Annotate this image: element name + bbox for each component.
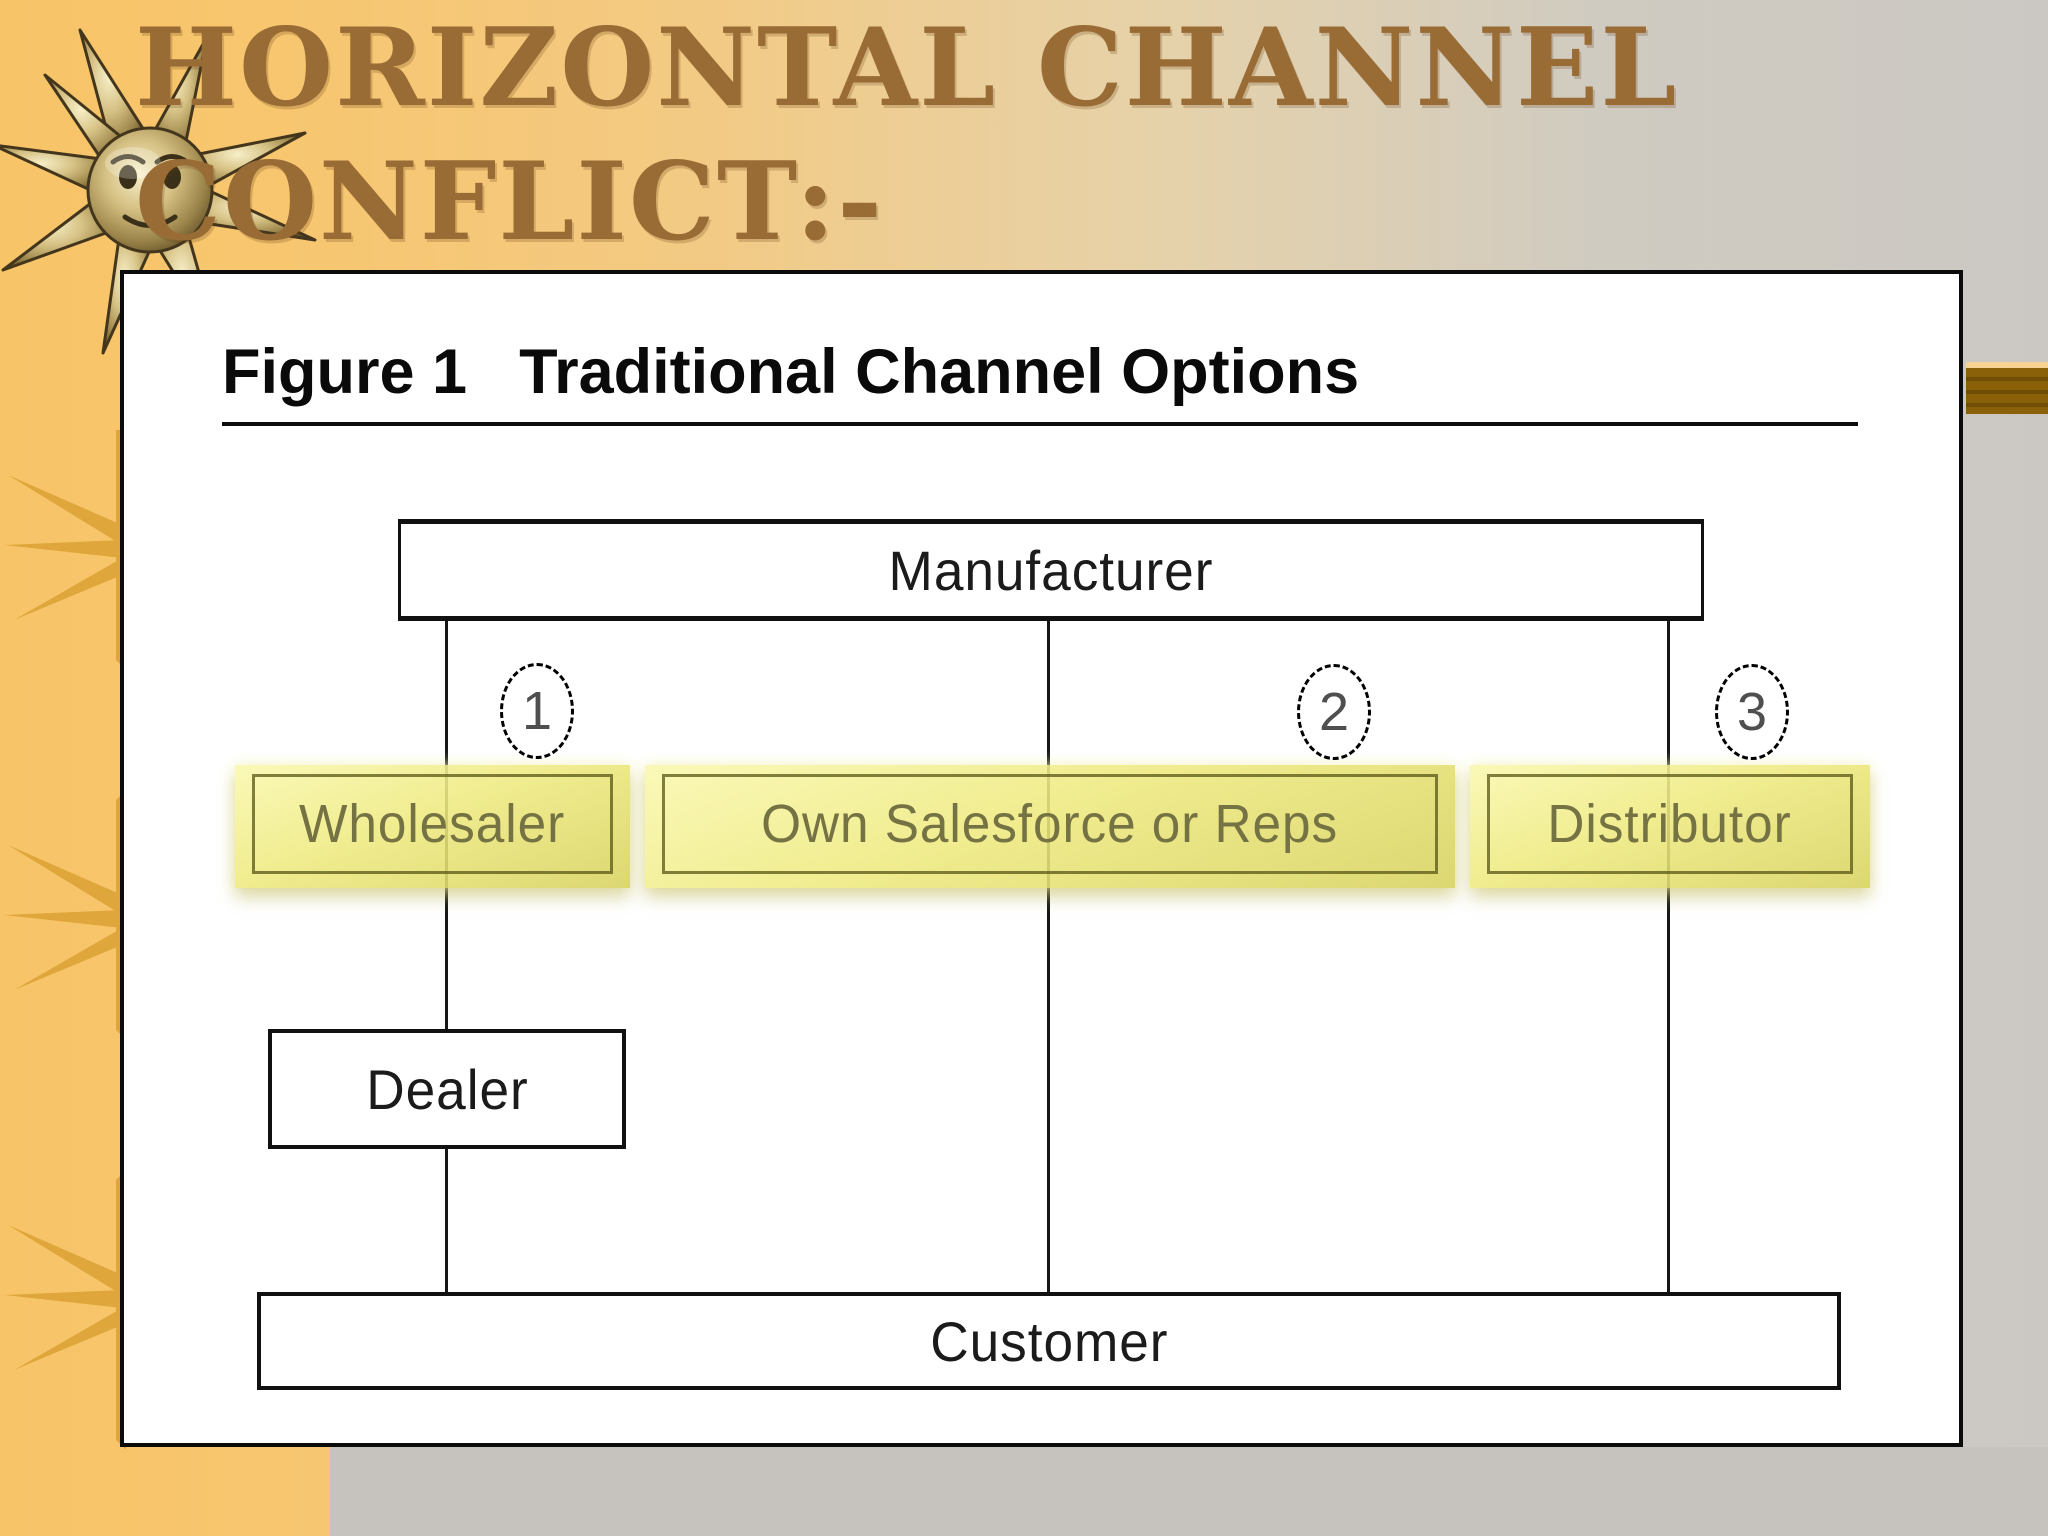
slide-title: HORIZONTAL CHANNEL CONFLICT:-	[135, 2, 1678, 270]
own-salesforce-label: Own Salesforce or Reps	[761, 794, 1339, 854]
distributor-label: Distributor	[1547, 794, 1793, 854]
heading-rule	[222, 422, 1858, 426]
distributor-box: Distributor	[1487, 774, 1853, 874]
own-salesforce-box: Own Salesforce or Reps	[662, 774, 1438, 874]
figure-heading-title: Traditional Channel Options	[519, 337, 1360, 407]
channel-number-3: 3	[1736, 682, 1768, 742]
figure-panel: Figure 1 Traditional Channel Options Manu…	[120, 270, 1963, 1447]
dealer-label: Dealer	[365, 1057, 529, 1121]
dealer-box: Dealer	[268, 1029, 626, 1149]
ray-pattern-decoration	[4, 430, 126, 1450]
highlight-distributor: Distributor	[1470, 765, 1870, 888]
channel-number-badge-1: 1	[500, 663, 574, 759]
wholesaler-label: Wholesaler	[299, 794, 566, 854]
customer-box: Customer	[257, 1292, 1841, 1390]
sun-ornament-icon	[0, 28, 317, 355]
channel-number-2: 2	[1318, 682, 1350, 742]
channel-number-1: 1	[521, 681, 553, 741]
slide-title-line1: HORIZONTAL CHANNEL	[135, 5, 1679, 131]
manufacturer-label: Manufacturer	[888, 538, 1214, 602]
manufacturer-box: Manufacturer	[398, 519, 1704, 621]
figure-heading-label: Figure 1	[222, 337, 468, 407]
figure-heading: Figure 1 Traditional Channel Options	[222, 336, 1359, 408]
channel-number-badge-3: 3	[1715, 664, 1789, 760]
wholesaler-box: Wholesaler	[252, 774, 613, 874]
channel-line-3	[1667, 621, 1670, 1292]
channel-number-badge-2: 2	[1297, 664, 1371, 760]
channel-line-1	[445, 621, 448, 1292]
customer-label: Customer	[929, 1309, 1169, 1373]
bottom-gray-band	[330, 1447, 2048, 1536]
highlight-wholesaler: Wholesaler	[235, 765, 630, 888]
accent-bar	[1966, 362, 2048, 414]
channel-line-2	[1047, 621, 1050, 1292]
slide-title-line2: CONFLICT:-	[135, 138, 885, 265]
highlight-own-salesforce: Own Salesforce or Reps	[645, 765, 1455, 888]
